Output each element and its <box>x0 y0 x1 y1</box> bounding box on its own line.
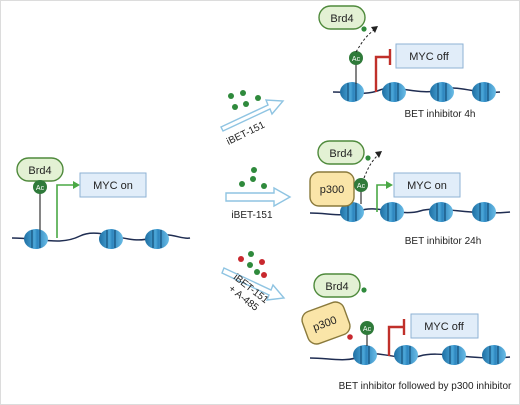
drug-dot <box>243 101 249 107</box>
nucleosome <box>339 81 365 103</box>
drug-dot <box>259 259 265 265</box>
myc-off-label: MYC off <box>409 51 449 63</box>
drug-dot <box>251 167 257 173</box>
inhibitor-dot <box>347 334 353 340</box>
left-panel: Brd4 Ac MYC on <box>11 157 191 250</box>
nucleosome <box>144 228 170 250</box>
nucleosome <box>379 201 405 223</box>
brd4-protein <box>313 273 361 298</box>
drug-dot <box>254 269 260 275</box>
drug-dot <box>239 181 245 187</box>
drug-dot <box>232 104 238 110</box>
ac-label: Ac <box>352 56 361 63</box>
myc-gene-box <box>79 172 147 198</box>
brd4-label: Brd4 <box>28 165 51 177</box>
big-arrow <box>220 99 285 132</box>
drug-dot <box>255 95 261 101</box>
big-arrow <box>225 186 292 208</box>
ac-mark <box>33 180 47 194</box>
p300-protein <box>309 171 355 207</box>
transcription-arrow-on <box>56 184 73 238</box>
caption-24h: BET inhibitor 24h <box>405 236 482 247</box>
transcription-arrow-on <box>376 184 386 212</box>
nucleosome <box>441 344 467 366</box>
big-arrow <box>221 267 286 301</box>
nucleosome <box>393 344 419 366</box>
myc-gene-box <box>395 43 464 69</box>
ac-mark <box>354 178 368 192</box>
drug-dot <box>247 262 253 268</box>
ibet151-label: iBET-151 <box>231 210 273 221</box>
drug-dot <box>261 272 267 278</box>
nucleosome <box>98 228 124 250</box>
treatment-arrow-ibet151-a485: iBET-151 + A-485 <box>221 251 286 314</box>
panel-bet-inhibitor-4h: Ac Brd4 MYC off BET inhibitor 4h <box>318 5 501 120</box>
released-ligand-dot <box>365 155 371 161</box>
drug-dot <box>261 183 267 189</box>
drug-dot <box>238 256 244 262</box>
p300-label: p300 <box>320 184 344 196</box>
drug-dot <box>228 93 234 99</box>
brd4-label: Brd4 <box>325 281 348 293</box>
nucleosome <box>471 201 497 223</box>
brd4-label: Brd4 <box>330 13 353 25</box>
drug-dot <box>248 251 254 257</box>
ac-label: Ac <box>363 326 372 333</box>
nucleosome <box>428 201 454 223</box>
nucleosome <box>23 228 49 250</box>
drug-dot <box>240 90 246 96</box>
ac-mark <box>349 51 363 65</box>
nucleosome <box>481 344 507 366</box>
myc-on-label: MYC on <box>93 180 133 192</box>
panel-bet-inhibitor-24h: p300 Ac Brd4 MYC on BET inhibitor 24h <box>309 140 511 247</box>
treatment-arrow-ibet151-4h: iBET-151 <box>220 90 285 148</box>
myc-on-label: MYC on <box>407 180 447 192</box>
arrowhead <box>375 151 382 158</box>
caption-p300-inhibitor: BET inhibitor followed by p300 inhibitor <box>339 381 512 392</box>
drug-dot <box>250 176 256 182</box>
myc-gene-box <box>393 172 461 198</box>
ac-mark <box>360 321 374 335</box>
released-ligand-dot <box>361 287 367 293</box>
dissociation-arrow <box>355 29 375 53</box>
arrowhead <box>73 181 80 189</box>
panel-bet-plus-p300-inhibitor: p300 Ac Brd4 MYC off BET inhibitor follo… <box>301 273 512 392</box>
released-ligand-dot <box>361 26 367 32</box>
myc-gene-box <box>410 313 479 339</box>
nucleosome <box>381 81 407 103</box>
transcription-block-off <box>387 325 403 356</box>
p300-protein <box>301 301 351 345</box>
arrowhead <box>386 181 393 189</box>
nucleosome <box>352 344 378 366</box>
nucleosome <box>429 81 455 103</box>
ac-label: Ac <box>357 183 366 190</box>
caption-4h: BET inhibitor 4h <box>405 109 476 120</box>
brd4-label: Brd4 <box>329 148 352 160</box>
ac-label: Ac <box>36 185 45 192</box>
nucleosome <box>471 81 497 103</box>
transcription-block-off <box>374 55 389 92</box>
brd4-protein <box>317 140 365 165</box>
treatment-arrow-ibet151-24h: iBET-151 <box>225 167 292 221</box>
dissociation-arrow <box>363 154 379 179</box>
myc-off-label: MYC off <box>424 321 464 333</box>
brd4-protein <box>318 5 366 30</box>
arrowhead <box>371 26 378 33</box>
